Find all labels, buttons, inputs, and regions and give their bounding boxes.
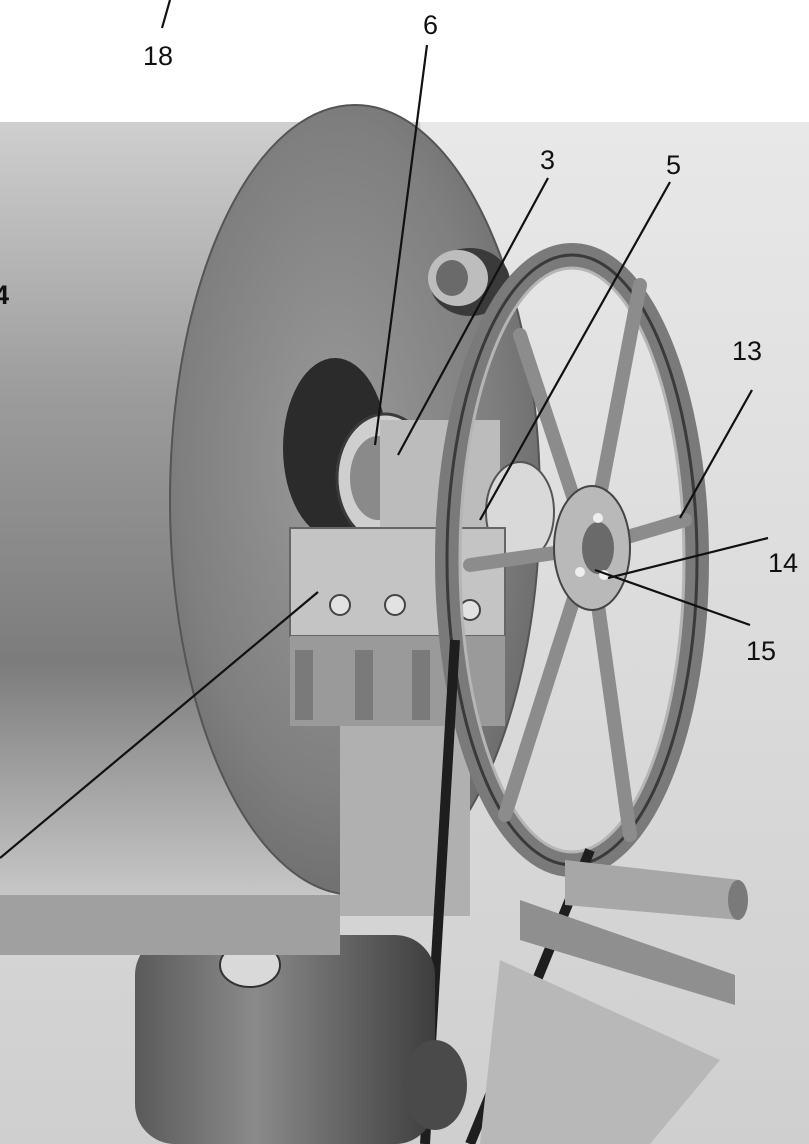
base-frame bbox=[0, 860, 748, 1144]
leader-lines bbox=[0, 0, 769, 859]
callout-labels: 18 6 3 5 13 14 15 4 bbox=[0, 10, 798, 666]
upper-shaft-fitting bbox=[428, 248, 510, 316]
callout-3: 3 bbox=[540, 145, 555, 175]
callout-13: 13 bbox=[732, 336, 762, 366]
leader-14 bbox=[607, 536, 769, 580]
mounting-bolts bbox=[329, 594, 481, 621]
electric-motor bbox=[135, 935, 467, 1144]
callout-15: 15 bbox=[746, 636, 776, 666]
pillow-block-support bbox=[289, 527, 506, 916]
callout-5: 5 bbox=[666, 150, 681, 180]
leader-15 bbox=[594, 568, 751, 627]
callout-14: 14 bbox=[768, 548, 798, 578]
leader-3 bbox=[397, 177, 549, 456]
callout-6: 6 bbox=[423, 10, 438, 40]
leader-18 bbox=[160, 0, 172, 29]
leader-13 bbox=[679, 389, 753, 519]
callout-4: 4 bbox=[0, 280, 9, 310]
leader-6 bbox=[373, 44, 429, 446]
leader-5 bbox=[479, 181, 671, 521]
callout-18: 18 bbox=[143, 41, 173, 71]
leader-4 bbox=[0, 591, 319, 859]
